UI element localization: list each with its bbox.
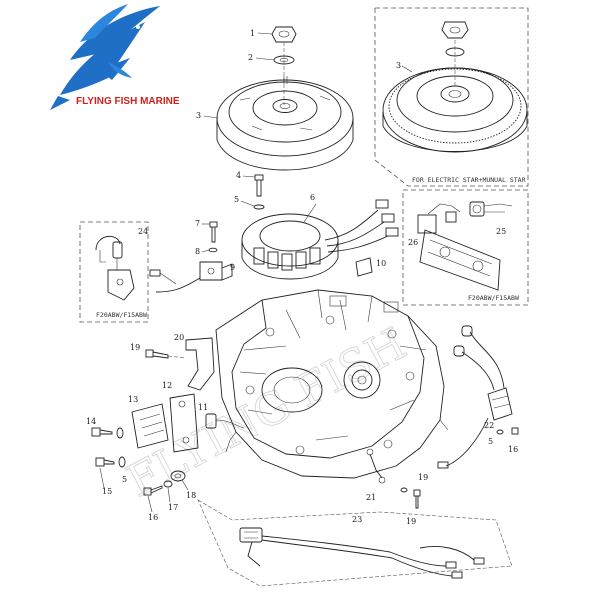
callout-5c: 5: [488, 437, 493, 446]
mount-bolt: 16: [143, 485, 163, 522]
callout-10: 10: [376, 259, 386, 268]
callout-12: 12: [162, 381, 172, 390]
rectifier-regulator: 13: [128, 395, 169, 449]
grommet-collar: 17: [163, 480, 178, 512]
flywheel: 3: [196, 76, 354, 171]
callout-5d: 19: [418, 473, 428, 482]
bracket-bolt: 19: [130, 343, 187, 359]
brand-logo: FLYING FISH MARINE: [50, 4, 180, 110]
callout-14: 14: [86, 417, 96, 426]
callout-20: 20: [174, 333, 184, 342]
ignition-coil: 22: [437, 325, 513, 469]
callout-3b: 3: [396, 61, 401, 70]
callout-8: 8: [195, 247, 200, 256]
callout-16: 16: [148, 513, 158, 522]
callout-2: 2: [248, 53, 253, 62]
callout-19: 19: [130, 343, 140, 352]
callout-7: 7: [195, 219, 200, 228]
ground-lead: 21: [366, 448, 386, 502]
caption-right-box: F20ABW/F15ABW: [468, 294, 519, 302]
screw-lower: 15: [95, 456, 126, 496]
callout-11: 11: [198, 403, 208, 412]
rubber-grommet: 18: [170, 470, 196, 500]
inset-nut: [441, 21, 469, 86]
starter-switch: [427, 201, 513, 223]
stator-bolt: 4: [236, 171, 264, 197]
starter-relay-assembly: [417, 214, 501, 291]
inset-starter-parts: 25 26 F20ABW/F15ABW: [402, 189, 529, 306]
pulser-coil: 9: [149, 261, 235, 293]
callout-1: 1: [250, 29, 255, 38]
engine-bracket: 20: [174, 333, 215, 391]
callout-25: 25: [496, 227, 506, 236]
pulser-washer: 8: [195, 247, 218, 256]
callout-5b: 5: [122, 475, 127, 484]
callout-23: 23: [352, 515, 362, 524]
ground-bolt: 19 19: [400, 473, 428, 526]
caption-electric-start: FOR ELECTRIC STAR+MUNUAL STAR: [412, 176, 526, 184]
callout-18: 18: [186, 491, 196, 500]
wire-clamp: 10: [355, 257, 386, 277]
callout-4: 4: [236, 171, 241, 180]
stator-washer: 5: [234, 195, 265, 210]
flywheel-nut: 1: [250, 26, 297, 43]
callout-17: 17: [168, 503, 178, 512]
regulator-bracket: 12: [162, 381, 199, 453]
pulser-bolt: 7: [195, 219, 218, 243]
callout-24: 24: [138, 227, 148, 236]
screw-upper: 14: [86, 417, 124, 439]
flywheel-washer: 2: [248, 53, 295, 65]
callout-3: 3: [196, 111, 201, 120]
inset-electric-start: 3 FOR ELECTRIC STAR+MUNUAL STAR: [374, 7, 529, 187]
engine-block: [215, 289, 449, 479]
stator-coil: 6: [241, 193, 399, 280]
callout-9: 9: [230, 263, 235, 272]
thermo-sensor: 11: [198, 403, 245, 429]
flying-fish-icon: [50, 4, 160, 110]
inset-left-sensor: 24 F20ABW/F15ABW: [79, 221, 149, 323]
callout-26: 26: [408, 238, 418, 247]
callout-5: 5: [234, 195, 239, 204]
coil-bolt: 5 16: [488, 427, 519, 454]
callout-16b: 16: [508, 445, 518, 454]
logo-text: FLYING FISH MARINE: [76, 96, 180, 107]
callout-19b: 19: [406, 517, 416, 526]
caption-left-box: F20ABW/F15ABW: [96, 311, 147, 319]
flywheel-ring-gear: [382, 67, 528, 153]
callout-6: 6: [310, 193, 315, 202]
callout-22: 22: [484, 421, 494, 430]
callout-15: 15: [102, 487, 112, 496]
callout-21: 21: [366, 493, 376, 502]
sensor-harness: [95, 235, 135, 301]
callout-13: 13: [128, 395, 138, 404]
wire-harness: 23: [197, 499, 513, 587]
